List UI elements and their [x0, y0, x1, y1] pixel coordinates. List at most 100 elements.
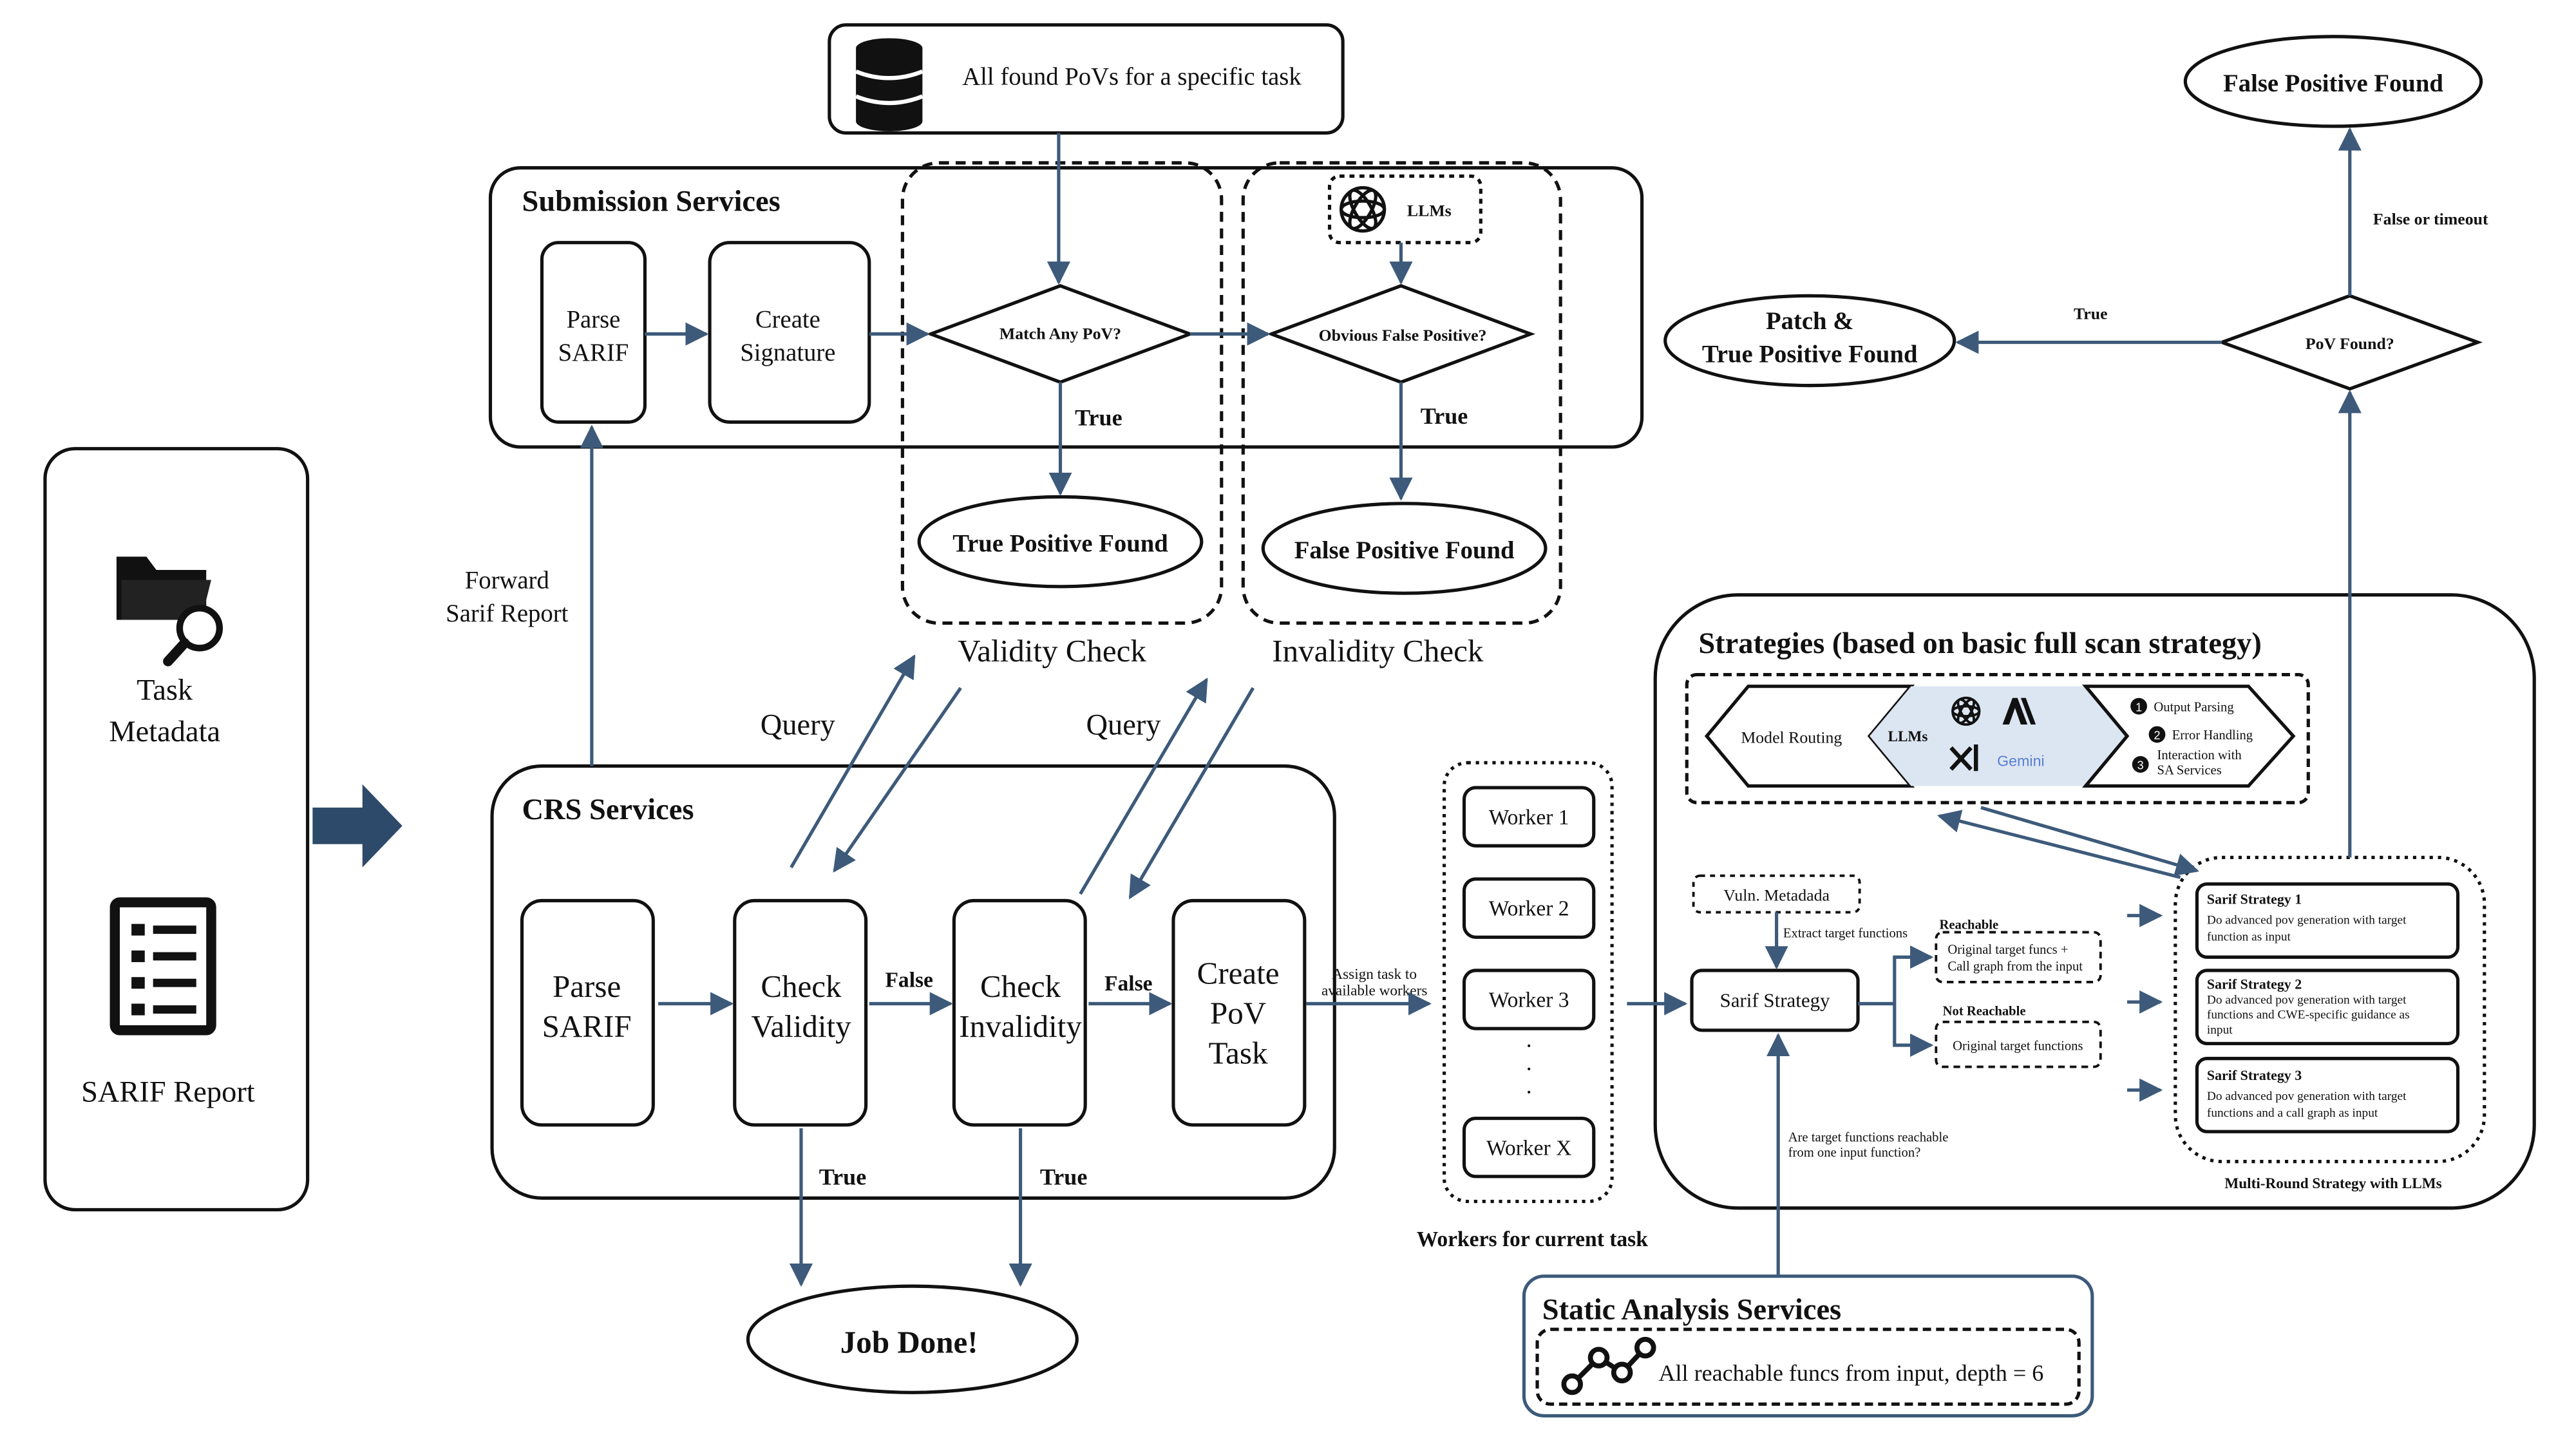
arrow-query-invalidity-down [1128, 687, 1255, 900]
xai-logo-icon [1949, 744, 1978, 772]
static-analysis-inner [1535, 1327, 2081, 1406]
false-or-timeout-label: False or timeout [2373, 209, 2488, 228]
create-pov-task-label: Create [1197, 956, 1280, 991]
pov-true-label: True [2074, 304, 2108, 323]
worker-1-box [1462, 786, 1596, 848]
false-positive-found-ellipse [1261, 502, 1548, 595]
step-1-text: Output Parsing [2154, 700, 2233, 714]
sarif-strategy-1-box [2195, 882, 2460, 959]
forward-label-2: Sarif Report [446, 600, 568, 627]
sarif-strategy-1-desc: Do advanced pov generation with target [2207, 914, 2407, 927]
report-list-icon [109, 897, 216, 1036]
false-positive-found-label: False Positive Found [1294, 537, 1515, 564]
create-signature-label-2: Signature [740, 339, 835, 366]
not-reachable-box-text: Original target functions [1953, 1039, 2083, 1054]
submission-services-box [488, 166, 1644, 449]
sarif-strategy-label: Sarif Strategy [1719, 989, 1830, 1012]
job-done-ellipse [746, 1284, 1079, 1394]
big-right-arrow-icon [312, 784, 402, 867]
patch-found-label-2: True Positive Found [1702, 341, 1918, 368]
create-pov-task-label-3: Task [1209, 1035, 1268, 1070]
sarif-strategy-2-title: Sarif Strategy 2 [2207, 976, 2302, 992]
crs-true-label-2: True [1040, 1164, 1088, 1190]
invalidity-check-region [1241, 161, 1562, 625]
folder-search-icon [116, 556, 223, 667]
validity-check-caption: Validity Check [958, 633, 1146, 668]
true-positive-found-label: True Positive Found [952, 531, 1168, 558]
multi-round-region [2174, 855, 2486, 1164]
sarif-strategy-3-title: Sarif Strategy 3 [2207, 1067, 2302, 1083]
crs-services-box [490, 764, 1336, 1200]
not-reachable-label: Not Reachable [1943, 1005, 2026, 1019]
sarif-strategy-3-desc: Do advanced pov generation with target [2207, 1090, 2407, 1103]
check-invalidity-label-2: Invalidity [959, 1009, 1082, 1044]
worker-dot-1: · [1525, 1033, 1533, 1059]
reachable-label: Reachable [1939, 918, 1998, 932]
submission-services-title: Submission Services [522, 185, 780, 218]
reachable-box-text: Original target funcs + [1947, 943, 2068, 957]
worker-2-label: Worker 2 [1489, 897, 1569, 921]
static-analysis-desc: All reachable funcs from input, depth = … [1658, 1360, 2043, 1386]
query-label-1: Query [761, 708, 836, 741]
step-2-text: Error Handling [2172, 728, 2253, 743]
all-povs-label: All found PoVs for a specific task [962, 64, 1302, 91]
step-1-badge [2130, 697, 2148, 715]
worker-1-label: Worker 1 [1489, 806, 1569, 829]
openai-logo-icon [1951, 696, 1981, 726]
anthropic-logo-icon [2002, 697, 2036, 724]
check-invalidity-box [952, 898, 1087, 1127]
step-3-badge [2132, 756, 2149, 773]
reachable-box-text-2: Call graph from the input [1947, 960, 2083, 974]
step-3-text: Interaction with [2157, 748, 2242, 762]
arrow-query-validity-up [790, 654, 916, 869]
patch-found-ellipse [1663, 294, 1956, 388]
openai-logo-icon [1339, 185, 1387, 233]
llms-label: LLMs [1407, 201, 1452, 220]
match-any-pov-label: Match Any PoV? [999, 324, 1121, 343]
static-analysis-box [1522, 1274, 2094, 1417]
crs-services-title: CRS Services [522, 793, 694, 826]
worker-dot-2: · [1525, 1056, 1533, 1082]
strategies-title: Strategies (based on basic full scan str… [1698, 627, 2262, 660]
check-validity-box [733, 898, 868, 1127]
patch-found-label: Patch & [1766, 308, 1853, 335]
crs-false-label-2: False [1104, 972, 1153, 996]
create-pov-task-label-2: PoV [1210, 995, 1266, 1030]
worker-x-label: Worker X [1486, 1136, 1571, 1160]
routing-llms-label: LLMs [1888, 728, 1927, 745]
worker-dot-3: · [1525, 1079, 1533, 1105]
validity-check-region [900, 161, 1224, 625]
worker-x-box [1462, 1116, 1596, 1179]
graph-nodes-icon [1561, 1336, 1656, 1396]
vuln-metadata-label: Vuln. Metadada [1723, 886, 1830, 905]
pov-database-box [828, 23, 1345, 135]
pov-found-diamond [2217, 294, 2483, 391]
obvious-false-positive-label: Obvious False Positive? [1319, 326, 1487, 345]
create-pov-task-box [1171, 898, 1307, 1127]
arrows [580, 127, 2362, 1287]
final-false-positive-label: False Positive Found [2223, 70, 2443, 97]
task-metadata-label-2: Metadata [109, 715, 220, 748]
reachable-question: Are target functions reachable [1788, 1131, 1949, 1145]
arrow-query-validity-down [833, 687, 962, 873]
database-icon [855, 38, 923, 131]
sub-parse-sarif-label-2: SARIF [558, 339, 629, 366]
check-validity-label: Check [761, 969, 842, 1004]
step-2-badge [2148, 726, 2166, 743]
static-analysis-title: Static Analysis Services [1542, 1294, 1841, 1327]
llms-band [1870, 686, 2128, 786]
sarif-report-label: SARIF Report [81, 1076, 255, 1109]
crs-parse-sarif-label-2: SARIF [542, 1009, 632, 1044]
sub-parse-sarif-label: Parse [567, 306, 621, 333]
arrow-strategies-to-routing [1937, 810, 2181, 879]
invalidity-check-caption: Invalidity Check [1272, 633, 1484, 668]
model-routing-region [1685, 673, 2310, 804]
assign-task-label: Assign task to [1332, 966, 1417, 983]
step-3-num: 3 [2137, 759, 2144, 772]
sarif-strategy-2-desc: Do advanced pov generation with target [2207, 993, 2407, 1007]
sarif-strategy-3-box [2195, 1057, 2460, 1133]
query-label-2: Query [1086, 708, 1162, 741]
not-reachable-box [1935, 1020, 2102, 1068]
worker-3-box [1462, 969, 1596, 1030]
reachable-box [1935, 931, 2102, 983]
